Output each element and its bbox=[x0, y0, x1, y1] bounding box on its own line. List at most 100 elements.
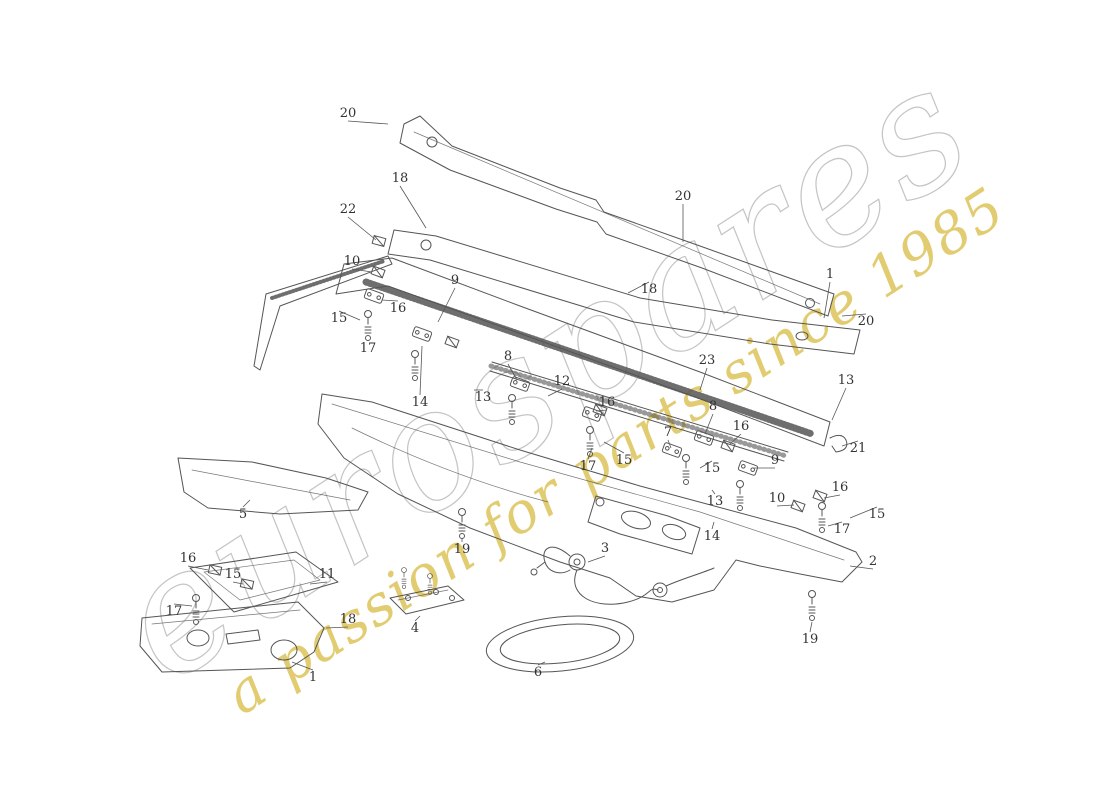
part-11-tray bbox=[189, 551, 339, 613]
callout-label-15: 15 bbox=[225, 567, 242, 582]
callout-label-10: 10 bbox=[769, 491, 786, 506]
callout-label-23: 23 bbox=[699, 353, 716, 368]
callout-label-7: 7 bbox=[664, 425, 672, 440]
callout-label-17: 17 bbox=[580, 459, 597, 474]
part-left-pillar-strip bbox=[253, 255, 393, 371]
callout-leader-22 bbox=[347, 216, 377, 241]
callout-label-19: 19 bbox=[802, 632, 819, 647]
watermark-brand: eurospares bbox=[84, 28, 1004, 718]
callout-label-12: 12 bbox=[554, 374, 571, 389]
callout-leader-23 bbox=[699, 367, 708, 391]
callout-label-2: 2 bbox=[869, 554, 877, 569]
callout-leader-16 bbox=[595, 409, 608, 412]
callout-leader-7 bbox=[667, 439, 672, 449]
callout-label-17: 17 bbox=[360, 341, 377, 356]
callout-label-6: 6 bbox=[534, 665, 542, 680]
callout-label-16: 16 bbox=[733, 419, 750, 434]
callout-label-18: 18 bbox=[392, 171, 409, 186]
callout-label-16: 16 bbox=[599, 395, 616, 410]
callout-leader-20 bbox=[347, 120, 389, 125]
part-6-oval-tray bbox=[485, 615, 635, 673]
callout-label-16: 16 bbox=[390, 301, 407, 316]
callout-label-15: 15 bbox=[704, 461, 721, 476]
part-20-top-rail bbox=[399, 115, 835, 317]
callout-leader-18 bbox=[399, 185, 427, 229]
callout-label-21: 21 bbox=[850, 441, 867, 456]
part-5-left-trim bbox=[177, 457, 369, 515]
callout-leader-20 bbox=[841, 313, 867, 317]
callout-label-17: 17 bbox=[834, 522, 851, 537]
callout-label-4: 4 bbox=[411, 621, 419, 636]
callout-leader-1 bbox=[823, 281, 831, 319]
callout-leader-14 bbox=[711, 521, 715, 530]
callout-label-15: 15 bbox=[616, 453, 633, 468]
callout-leader-10 bbox=[351, 268, 373, 273]
callout-leader-2 bbox=[849, 565, 874, 570]
callout-leader-21 bbox=[841, 440, 859, 447]
callout-leader-17 bbox=[587, 447, 593, 460]
callout-label-8: 8 bbox=[709, 399, 717, 414]
callout-leader-16 bbox=[729, 433, 742, 445]
callout-label-18: 18 bbox=[340, 612, 357, 627]
callout-label-1: 1 bbox=[826, 267, 834, 282]
callout-label-20: 20 bbox=[858, 314, 875, 329]
callout-label-19: 19 bbox=[454, 542, 471, 557]
callout-label-9: 9 bbox=[771, 453, 779, 468]
callout-leader-5 bbox=[242, 499, 251, 508]
callout-leader-15 bbox=[699, 460, 713, 469]
part-18-windscreen-rail bbox=[371, 229, 861, 355]
callout-leader-15 bbox=[232, 581, 244, 585]
callout-label-15: 15 bbox=[331, 311, 348, 326]
callout-label-13: 13 bbox=[838, 373, 855, 388]
part-1-lower-left-panel bbox=[139, 601, 325, 673]
callout-leader-3 bbox=[587, 555, 606, 563]
callout-label-9: 9 bbox=[451, 273, 459, 288]
part-3-wiring-harness bbox=[530, 546, 715, 605]
callout-label-8: 8 bbox=[504, 349, 512, 364]
part-21-hook bbox=[829, 434, 848, 453]
part-4-bracket bbox=[389, 567, 465, 615]
callout-leader-17 bbox=[173, 603, 193, 607]
callout-label-11: 11 bbox=[319, 567, 336, 582]
callout-leader-15 bbox=[603, 441, 625, 454]
callout-label-3: 3 bbox=[601, 541, 609, 556]
callout-leader-6 bbox=[537, 661, 546, 666]
callout-leader-4 bbox=[414, 615, 421, 622]
callout-leader-16 bbox=[823, 494, 841, 499]
callout-leader-8 bbox=[704, 413, 714, 435]
callout-label-22: 22 bbox=[340, 202, 357, 217]
callout-label-15: 15 bbox=[869, 507, 886, 522]
callout-leader-18 bbox=[627, 281, 650, 294]
callout-leader-17 bbox=[827, 521, 843, 527]
callout-leader-15 bbox=[338, 310, 361, 321]
callout-leader-18 bbox=[325, 626, 349, 629]
callout-label-14: 14 bbox=[704, 529, 721, 544]
callout-leader-13 bbox=[831, 387, 847, 421]
callout-leader-16 bbox=[381, 299, 399, 302]
drawing-layer bbox=[139, 115, 863, 673]
callout-leader-9 bbox=[437, 287, 456, 323]
callout-leader-19 bbox=[809, 621, 813, 633]
callout-leader-10 bbox=[776, 504, 795, 507]
callout-label-18: 18 bbox=[641, 282, 658, 297]
callout-leader-16 bbox=[187, 565, 209, 571]
callout-label-20: 20 bbox=[675, 189, 692, 204]
callout-label-13: 13 bbox=[475, 390, 492, 405]
callout-leader-12 bbox=[547, 388, 563, 397]
callout-leader-8 bbox=[507, 363, 518, 381]
callout-leader-1 bbox=[291, 661, 314, 671]
callout-label-17: 17 bbox=[166, 604, 183, 619]
callout-leader-14 bbox=[419, 345, 423, 396]
callout-label-14: 14 bbox=[412, 395, 429, 410]
part-23-cowl-assembly bbox=[335, 257, 831, 462]
callout-leader-13 bbox=[711, 489, 716, 495]
callout-label-5: 5 bbox=[239, 507, 247, 522]
callout-label-10: 10 bbox=[344, 254, 361, 269]
callout-label-1: 1 bbox=[309, 670, 317, 685]
callout-label-13: 13 bbox=[707, 494, 724, 509]
callout-leader-11 bbox=[309, 581, 328, 585]
callout-leader-15 bbox=[849, 506, 878, 519]
callout-label-16: 16 bbox=[832, 480, 849, 495]
